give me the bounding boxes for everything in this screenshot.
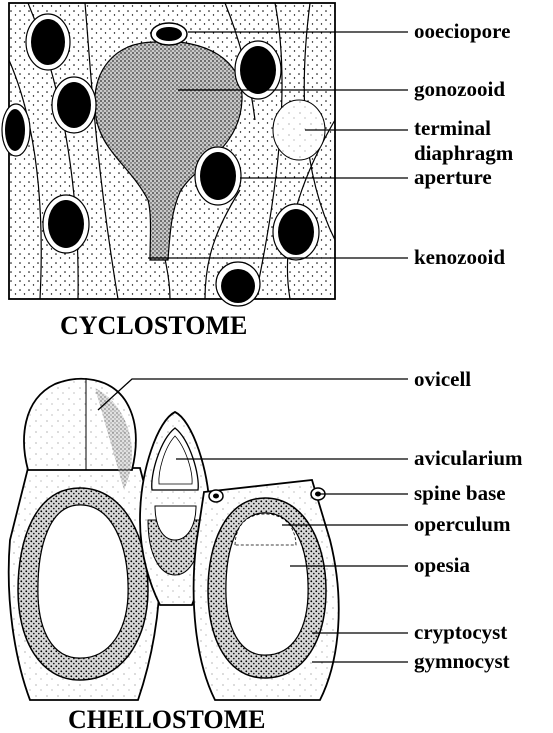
label-spine-base: spine base: [414, 481, 506, 505]
label-terminal-diaphragm-line2: diaphragm: [414, 141, 514, 165]
cheilostome-panel: ovicell avicularium spine base operculum…: [9, 367, 523, 733]
cheilostome-title: CHEILOSTOME: [68, 705, 265, 733]
cyclostome-panel: ooeciopore gonozooid terminal diaphragm …: [2, 3, 514, 340]
label-terminal-diaphragm-line1: terminal: [414, 116, 491, 140]
label-ooeciopore: ooeciopore: [414, 19, 510, 43]
label-opesia: opesia: [414, 553, 471, 577]
left-zooid: [9, 378, 161, 700]
right-zooid: [194, 480, 339, 700]
cyclostome-title: CYCLOSTOME: [60, 311, 247, 340]
label-operculum: operculum: [414, 512, 511, 536]
label-avicularium: avicularium: [414, 446, 523, 470]
label-gonozooid: gonozooid: [414, 77, 505, 101]
label-cryptocyst: cryptocyst: [414, 620, 507, 644]
label-aperture: aperture: [414, 165, 492, 189]
label-kenozooid: kenozooid: [414, 245, 505, 269]
label-ovicell: ovicell: [414, 367, 471, 391]
label-gymnocyst: gymnocyst: [414, 649, 510, 673]
